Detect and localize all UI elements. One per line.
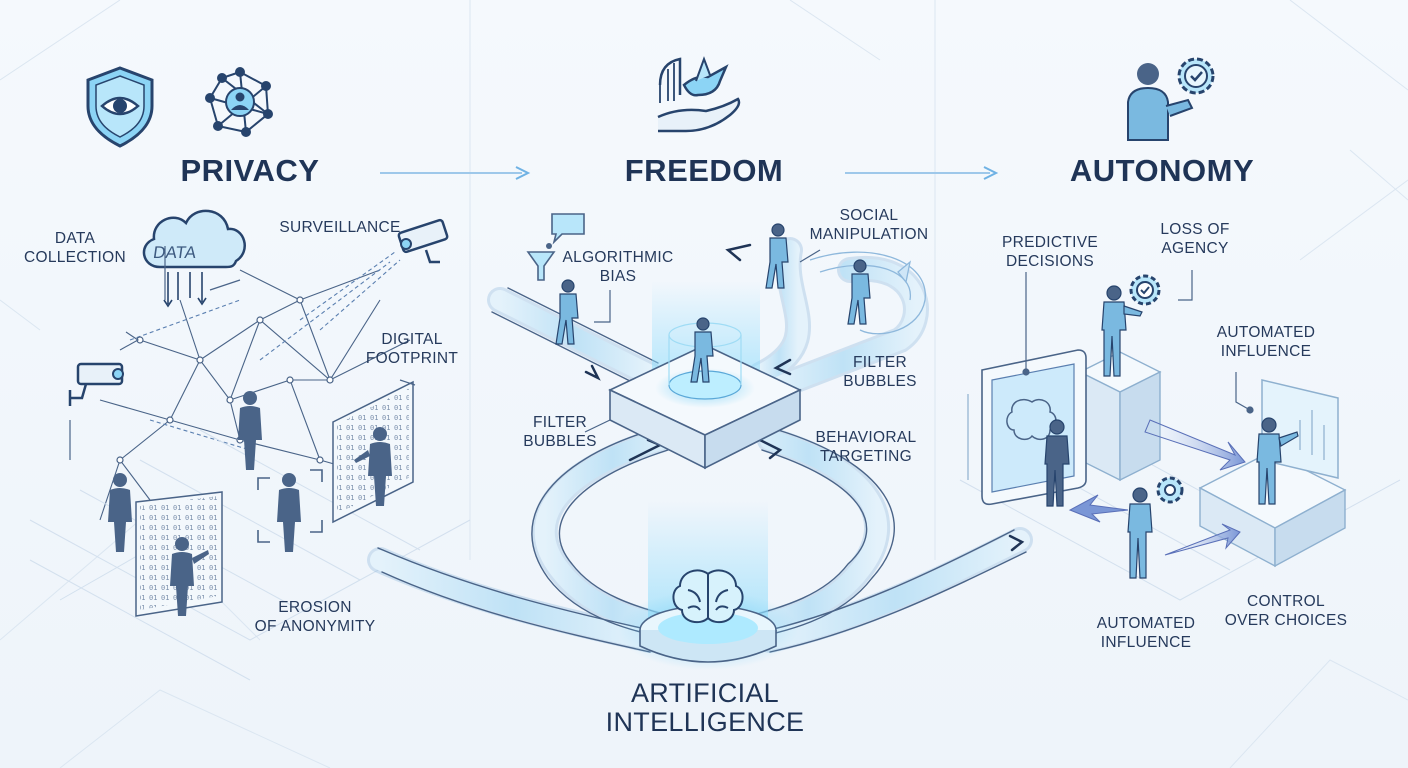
privacy-people: [108, 391, 392, 616]
autonomy-pedestal-top: [1078, 351, 1162, 482]
freedom-people: [555, 223, 871, 383]
autonomy-arrows: [1068, 419, 1246, 556]
label-automated-influence-bottom: AUTOMATED INFLUENCE: [1096, 615, 1196, 651]
label-data-collection: DATA COLLECTION: [23, 230, 127, 266]
label-algorithmic-bias: ALGORITHMIC BIAS: [562, 249, 674, 285]
security-camera-icon: [68, 362, 124, 406]
freedom-title: FREEDOM: [624, 153, 784, 188]
label-social-manipulation: SOCIAL MANIPULATION: [809, 207, 929, 243]
person-gear-icon: [1127, 57, 1215, 141]
ai-core: [618, 500, 798, 670]
network-person-icon: [205, 67, 273, 137]
ai-title: ARTIFICIAL INTELLIGENCE: [605, 678, 805, 737]
label-behavioral-targeting: BEHAVIORAL TARGETING: [815, 429, 917, 465]
label-filter-bubbles-left: FILTER BUBBLES: [523, 414, 597, 450]
cloud-icon: DATA: [142, 209, 246, 269]
data-streams: [163, 272, 207, 308]
dove-hand-icon: [657, 56, 741, 133]
label-predictive-decisions: PREDICTIVE DECISIONS: [1001, 234, 1098, 270]
flow-arrow-freedom-autonomy: [845, 166, 999, 180]
screen-panel-right: [1261, 379, 1339, 479]
social-ribbon: [809, 251, 926, 335]
freedom-leaders: [584, 249, 821, 433]
label-loss-of-agency: LOSS OF AGENCY: [1160, 221, 1230, 257]
gear-icon: [1129, 274, 1184, 504]
camera-icon: [397, 218, 449, 264]
flow-arrow-privacy-freedom: [380, 166, 531, 180]
label-control-over-choices: CONTROL OVER CHOICES: [1224, 593, 1348, 629]
autonomy-title: AUTONOMY: [1069, 153, 1255, 188]
label-surveillance: SURVEILLANCE: [279, 219, 401, 236]
shield-eye-icon: [86, 66, 154, 148]
label-leaders: [69, 246, 416, 460]
brain-icon: [672, 569, 744, 624]
funnel-icon: [526, 243, 556, 281]
label-automated-influence-top: AUTOMATED INFLUENCE: [1216, 324, 1316, 360]
cloud-text: DATA: [152, 243, 198, 262]
chat-bubble-icon: [551, 213, 585, 245]
label-filter-bubbles-right: FILTER BUBBLES: [843, 354, 917, 390]
autonomy-leaders: [1022, 270, 1254, 414]
privacy-title: PRIVACY: [180, 153, 320, 188]
label-erosion-of-anonymity: EROSION OF ANONYMITY: [254, 599, 376, 635]
label-digital-footprint: DIGITAL FOOTPRINT: [365, 331, 459, 367]
scan-brackets: [257, 469, 323, 543]
autonomy-people: [1044, 285, 1299, 579]
